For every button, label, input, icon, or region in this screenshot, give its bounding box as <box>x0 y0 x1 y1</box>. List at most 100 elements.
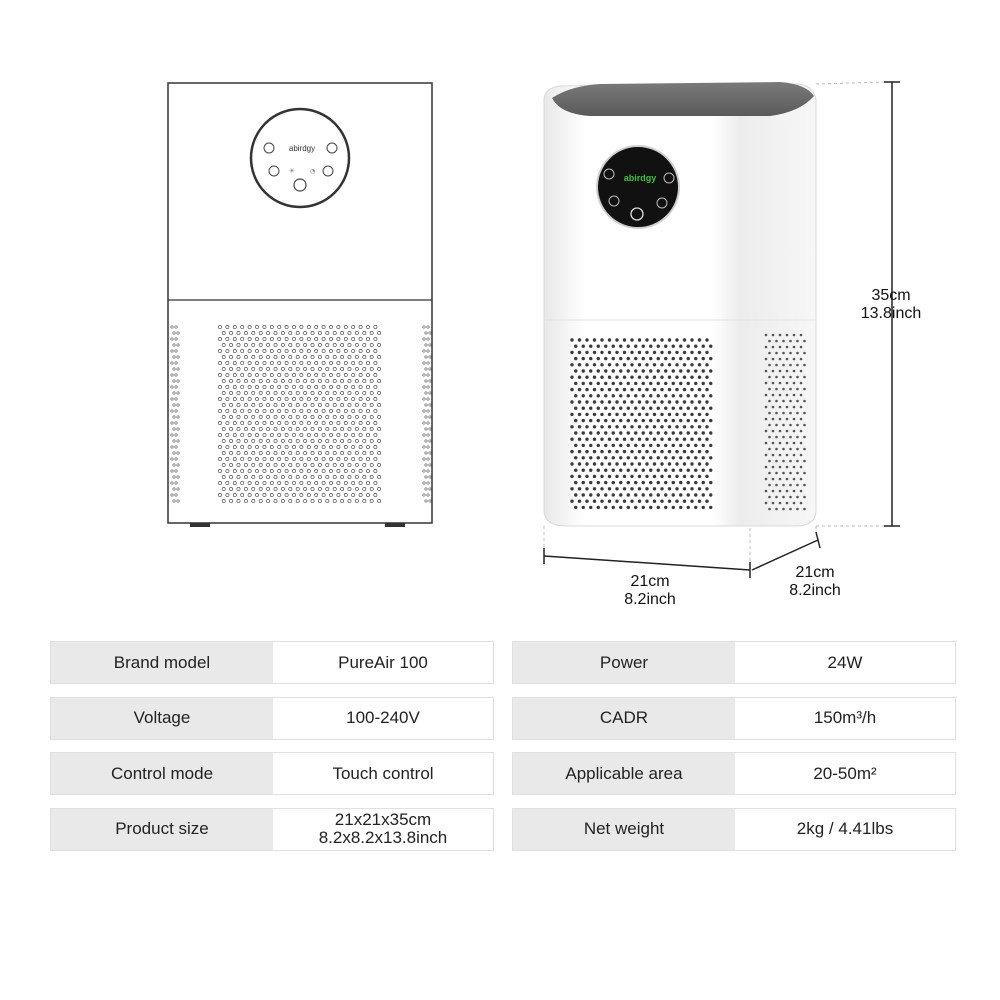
grille-hole <box>634 381 638 386</box>
spec-value: 150m³/h <box>735 697 955 739</box>
grille-hole <box>336 433 341 437</box>
grille-hole <box>310 487 315 491</box>
grille-hole <box>652 338 657 342</box>
grille-hole <box>764 393 768 397</box>
grille-hole <box>310 355 315 359</box>
grille-hole <box>656 505 660 510</box>
grille-hole <box>660 363 664 367</box>
grille-hole <box>229 499 234 503</box>
grille-hole <box>332 379 337 383</box>
grille-hole <box>697 400 702 404</box>
grille-hole <box>332 355 337 359</box>
grille-hole <box>221 343 226 347</box>
grille-hole <box>329 325 333 329</box>
grille-hole <box>592 487 597 491</box>
grille-hole <box>176 367 180 371</box>
grille-hole <box>240 493 245 497</box>
grille-hole <box>369 439 374 443</box>
grille-hole <box>229 451 234 455</box>
grille-hole <box>611 381 615 386</box>
grille-hole <box>373 421 378 425</box>
grille-hole <box>262 337 267 341</box>
grille-hole <box>354 391 359 395</box>
grille-hole <box>686 431 690 435</box>
grille-hole <box>589 381 593 386</box>
grille-hole <box>679 443 683 448</box>
grille-hole <box>428 463 432 467</box>
grille-hole <box>244 403 248 407</box>
grille-hole <box>306 349 311 353</box>
grille-hole <box>764 501 768 505</box>
grille-hole <box>284 325 289 329</box>
grille-hole <box>705 350 709 355</box>
grille-hole <box>269 421 274 425</box>
grille-hole <box>792 489 796 493</box>
grille-hole <box>262 373 267 377</box>
grille-hole <box>343 409 348 413</box>
grille-hole <box>247 373 252 377</box>
grille-hole <box>262 433 267 437</box>
grille-hole <box>426 325 430 329</box>
grille-hole <box>262 361 267 365</box>
grille-hole <box>225 469 230 473</box>
grille-hole <box>682 462 687 466</box>
grille-hole <box>589 480 593 485</box>
grille-hole <box>266 391 271 395</box>
grille-hole <box>596 369 600 373</box>
grille-hole <box>637 462 642 466</box>
grille-hole <box>170 397 174 401</box>
grille-hole <box>619 493 623 497</box>
grille-hole <box>229 331 234 335</box>
grille-hole <box>778 429 782 433</box>
grille-hole <box>366 445 370 449</box>
grille-hole <box>325 415 330 419</box>
grille-hole <box>373 409 378 413</box>
grille-hole <box>649 394 653 398</box>
grille-hole <box>771 393 775 397</box>
grille-hole <box>258 463 263 467</box>
grille-hole <box>377 403 382 407</box>
grille-hole <box>343 385 348 389</box>
grille-hole <box>347 427 352 431</box>
grille-hole <box>789 423 792 427</box>
grille-hole <box>428 475 432 479</box>
grille-hole <box>332 439 337 443</box>
grille-hole <box>622 363 627 367</box>
grille-hole <box>314 457 319 461</box>
photo-logo: abirdgy <box>624 173 657 183</box>
grille-hole <box>373 397 378 401</box>
grille-hole <box>424 343 428 347</box>
grille-hole <box>778 345 782 349</box>
grille-hole <box>358 481 363 485</box>
photo-grille <box>570 333 806 511</box>
grille-hole <box>329 433 333 437</box>
grille-hole <box>244 499 248 503</box>
grille-hole <box>273 427 278 431</box>
grille-hole <box>236 415 241 419</box>
width-inch: 8.2inch <box>624 591 676 608</box>
grille-hole <box>577 425 582 429</box>
grille-hole <box>649 443 653 448</box>
grille-hole <box>619 356 623 361</box>
grille-hole <box>641 431 645 435</box>
grille-hole <box>574 456 578 460</box>
grille-hole <box>671 406 675 410</box>
grille-hole <box>768 495 771 499</box>
grille-hole <box>218 481 222 485</box>
grille-hole <box>697 437 702 441</box>
grille-hole <box>634 406 638 410</box>
grille-hole <box>771 333 775 337</box>
grille-hole <box>675 375 679 379</box>
grille-hole <box>778 357 782 361</box>
grille-hole <box>225 445 230 449</box>
grille-hole <box>581 480 585 485</box>
grille-hole <box>273 499 278 503</box>
grille-hole <box>799 345 803 349</box>
grille-hole <box>604 381 608 386</box>
grille-hole <box>172 391 176 395</box>
grille-hole <box>266 463 271 467</box>
grille-hole <box>221 331 226 335</box>
grille-hole <box>622 375 627 379</box>
grille-hole <box>705 425 709 429</box>
grille-hole <box>251 355 256 359</box>
